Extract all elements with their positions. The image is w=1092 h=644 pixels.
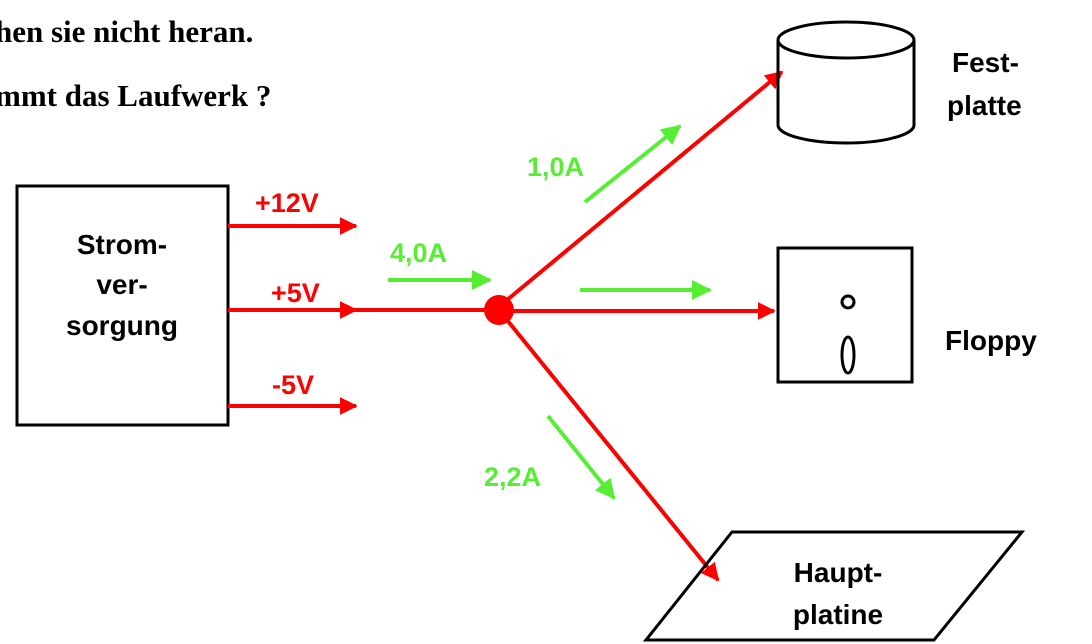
mainboard-label-2: platine — [793, 599, 883, 630]
floppy-icon — [776, 246, 914, 384]
power-supply-label-3: sorgung — [66, 310, 178, 341]
mainboard-icon — [642, 530, 1026, 642]
harddisk-current-label: 1,0A — [527, 152, 584, 182]
mainboard-line — [505, 318, 720, 582]
harddisk-icon — [776, 20, 916, 145]
junction-node — [484, 295, 514, 325]
power-supply-box — [15, 184, 230, 427]
harddisk-label-2: platte — [947, 90, 1022, 121]
plus12v-label: +12V — [255, 188, 319, 218]
input-current-label: 4,0A — [390, 238, 447, 268]
minus5v-label: -5V — [272, 370, 314, 400]
power-supply-label-1: Strom- — [77, 229, 167, 260]
mainboard-label-1: Haupt- — [794, 557, 883, 588]
mainboard-current-arrow — [546, 414, 616, 500]
mainboard-current-label: 2,2A — [484, 462, 541, 492]
floppy-label: Floppy — [945, 325, 1037, 356]
plus5v-label: +5V — [271, 278, 320, 308]
harddisk-current-arrow — [583, 124, 682, 204]
harddisk-line — [505, 70, 784, 302]
heading-line-2: mmt das Laufwerk ? — [0, 78, 271, 113]
heading-line-1: hen sie nicht heran. — [0, 14, 253, 49]
harddisk-label-1: Fest- — [952, 47, 1019, 78]
power-supply-label-2: ver- — [96, 269, 147, 300]
